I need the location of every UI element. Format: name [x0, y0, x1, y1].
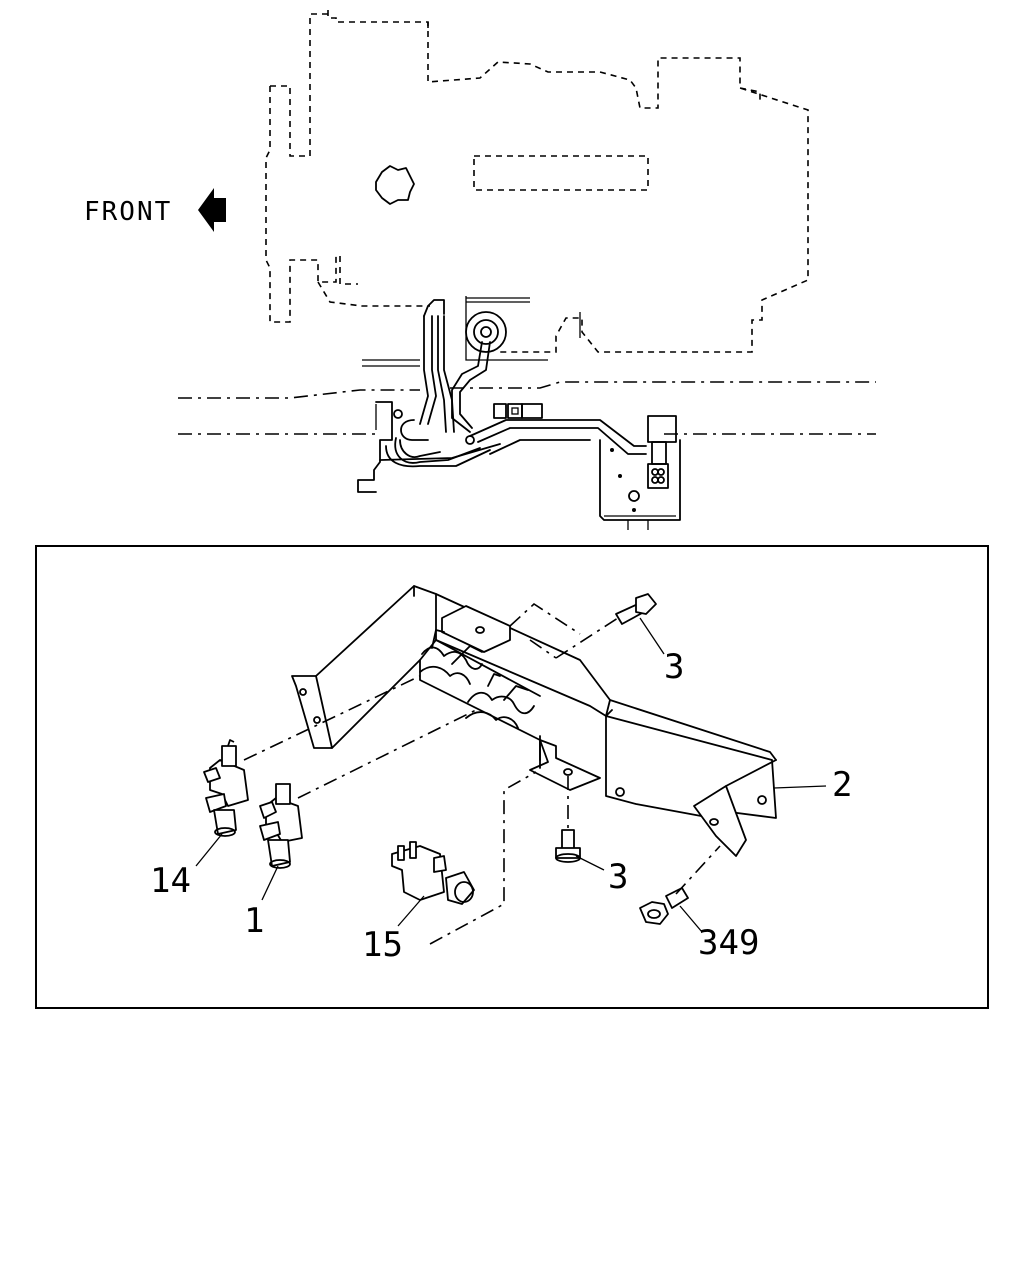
assembly-guide-lines — [243, 602, 721, 945]
detail-frame — [35, 545, 989, 1009]
front-label: FRONT — [84, 197, 172, 227]
callout-15: 15 — [362, 925, 403, 965]
solenoid-valve-14 — [203, 739, 249, 837]
mounting-bracket — [291, 585, 777, 857]
engine-overview — [265, 10, 809, 361]
callout-2: 2 — [832, 765, 852, 805]
callout-349: 349 — [698, 923, 759, 963]
callout-labels: 3 2 3 349 14 1 15 — [150, 647, 852, 965]
bolt-3-upper — [615, 593, 657, 625]
front-indicator: FRONT — [84, 188, 226, 232]
callout-3-lower: 3 — [608, 857, 628, 897]
chassis-frame — [178, 359, 876, 493]
callout-14: 14 — [150, 861, 191, 901]
bolt-3-lower — [555, 829, 581, 863]
left-arrow-icon — [198, 188, 226, 232]
callout-1: 1 — [244, 901, 264, 941]
solenoid-valve-15 — [391, 841, 475, 905]
vacuum-hoses — [379, 299, 647, 468]
right-bracket-overview — [599, 415, 681, 530]
leader-lines — [195, 617, 827, 933]
bolt-349 — [639, 887, 689, 925]
callout-3-upper: 3 — [664, 647, 684, 687]
solenoid-valve-1 — [259, 783, 303, 869]
